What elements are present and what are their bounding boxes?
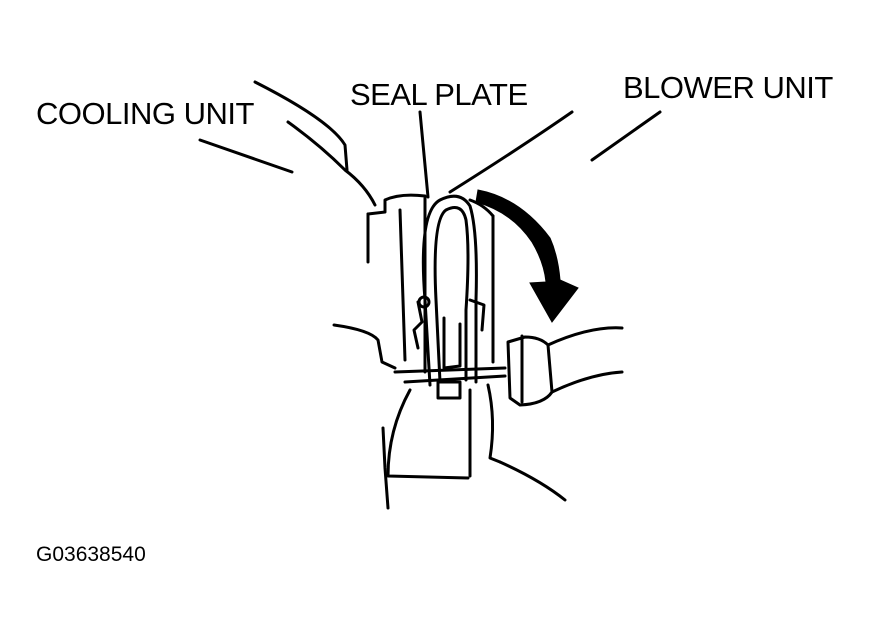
upper-duct-inner [286, 120, 377, 207]
seal-plate-edge [398, 208, 407, 362]
label-seal-plate: SEAL PLATE [350, 77, 528, 112]
lower-duct-right [486, 383, 502, 464]
clip-latch [442, 316, 462, 370]
lower-duct-left [381, 426, 390, 510]
seal-band-top [393, 366, 507, 374]
clip-bracket-left [412, 300, 424, 350]
leader-blower-unit [590, 110, 662, 162]
pipe-connector [506, 335, 554, 407]
pipe-top [546, 326, 624, 347]
clip-pin [417, 295, 431, 309]
wire-clip-outer [421, 194, 478, 387]
upper-duct-outer [253, 80, 349, 172]
wire-to-blower [448, 110, 574, 194]
cooling-unit-step [332, 323, 397, 370]
lower-duct-tail [498, 460, 567, 502]
rotation-arrow [475, 189, 579, 323]
leader-cooling-unit [198, 138, 294, 174]
lower-duct-outer [386, 388, 470, 480]
wire-clip-inner [433, 206, 470, 384]
blower-housing-top [468, 198, 495, 218]
seal-band-bottom [403, 374, 507, 384]
pipe-bottom [550, 370, 624, 394]
clip-bracket-right [468, 298, 486, 332]
cooling-unit-body [366, 193, 427, 374]
label-blower-unit: BLOWER UNIT [623, 70, 833, 105]
label-cooling-unit: COOLING UNIT [36, 96, 254, 131]
clip-base [436, 380, 462, 400]
leader-seal-plate [418, 110, 430, 199]
figure-id: G03638540 [36, 543, 146, 566]
